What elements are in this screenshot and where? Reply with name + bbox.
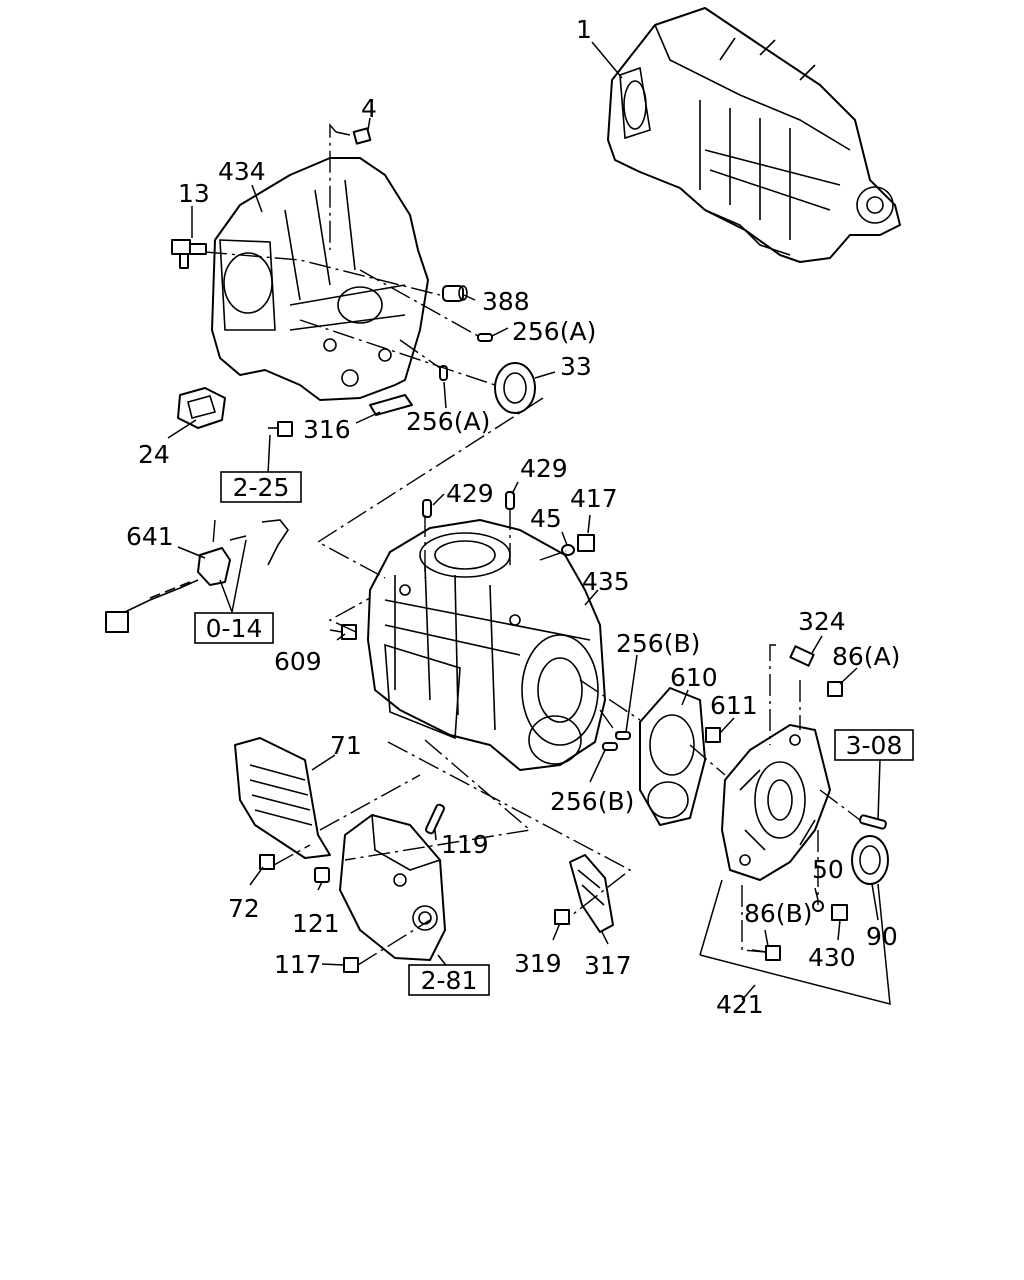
- callout-317: 317: [584, 951, 632, 980]
- stud-119: [425, 803, 445, 835]
- oil-seal-90: [851, 835, 889, 885]
- leader-lines: [167, 41, 891, 1005]
- callout-388: 388: [482, 287, 530, 316]
- callout-24: 24: [138, 440, 170, 469]
- callout-33: 33: [560, 352, 592, 381]
- callout-324: 324: [798, 607, 846, 636]
- callout-256b-upper: 256(B): [616, 629, 700, 658]
- bolt-117: [343, 957, 359, 973]
- callout-609: 609: [274, 647, 322, 676]
- callout-430: 430: [808, 943, 856, 972]
- side-cover-71: [234, 737, 331, 859]
- dowel-pin-256b-lower: [602, 742, 618, 751]
- dowel-pin-256a-lower: [439, 365, 448, 381]
- callout-611: 611: [710, 691, 758, 720]
- callout-641: 641: [126, 522, 174, 551]
- gasket-610: [639, 687, 706, 826]
- plate-316: [369, 394, 413, 416]
- pin-429-left: [422, 499, 432, 518]
- ref-2-81: 2-81: [421, 966, 478, 995]
- callout-435: 435: [582, 567, 630, 596]
- callout-71: 71: [330, 731, 362, 760]
- dowel-pin-256a-upper: [477, 333, 493, 342]
- stud-rear: [859, 814, 887, 830]
- bolt-housing-lower: [268, 421, 293, 437]
- ref-box-2-25: [220, 471, 302, 503]
- callout-256b-lower: 256(B): [550, 787, 634, 816]
- callout-50: 50: [812, 855, 844, 884]
- callout-86a: 86(A): [832, 642, 900, 671]
- transmission-assembly: [607, 7, 901, 263]
- ref-3-08: 3-08: [846, 731, 903, 760]
- oil-seal-33: [494, 362, 536, 414]
- bushing-388: [442, 285, 468, 302]
- callout-610: 610: [670, 663, 718, 692]
- callout-316: 316: [303, 415, 351, 444]
- bolt-4: [335, 127, 372, 145]
- callout-86b: 86(B): [744, 899, 812, 928]
- assembly-lines: [204, 123, 861, 966]
- pin-429-right: [505, 491, 515, 510]
- callout-90: 90: [866, 922, 898, 951]
- stud-324: [789, 645, 815, 667]
- o-ring-45: [561, 544, 575, 556]
- callout-121: 121: [292, 909, 340, 938]
- callout-434: 434: [218, 157, 266, 186]
- bolt-319: [554, 909, 570, 925]
- ref-box-0-14: [194, 612, 274, 644]
- callout-13: 13: [178, 179, 210, 208]
- dowel-pin-256b-upper: [615, 731, 631, 740]
- bolt-86a: [827, 681, 843, 697]
- sensor-641: [105, 519, 289, 633]
- bolt-72: [259, 854, 275, 870]
- callout-256a-upper: 256(A): [512, 317, 596, 346]
- plug-417: [577, 534, 595, 552]
- callout-429-left: 429: [446, 479, 494, 508]
- clutch-housing: [211, 157, 429, 401]
- callout-421: 421: [716, 990, 764, 1019]
- callout-417: 417: [570, 484, 618, 513]
- plate-317: [569, 854, 614, 933]
- plug-13: [171, 239, 207, 269]
- bolt-86b: [751, 945, 781, 961]
- bolt-609: [329, 624, 357, 640]
- callout-117: 117: [274, 950, 322, 979]
- rear-case: [721, 724, 831, 881]
- ref-box-3-08: [834, 729, 914, 761]
- ref-2-25: 2-25: [233, 473, 290, 502]
- ref-0-14: 0-14: [206, 614, 263, 643]
- cover-24: [177, 387, 226, 429]
- transmission-case: [367, 519, 606, 771]
- plug-430: [831, 904, 848, 921]
- ref-box-2-81: [408, 964, 490, 996]
- callout-429-right: 429: [520, 454, 568, 483]
- callout-119: 119: [441, 830, 489, 859]
- pto-unit: [339, 814, 446, 961]
- bolt-611: [705, 727, 721, 743]
- nut-121: [314, 867, 330, 883]
- callout-319: 319: [514, 949, 562, 978]
- callout-45: 45: [530, 504, 562, 533]
- callout-72: 72: [228, 894, 260, 923]
- callout-1: 1: [576, 15, 592, 44]
- callout-256a-lower: 256(A): [406, 407, 490, 436]
- callout-4: 4: [361, 94, 377, 123]
